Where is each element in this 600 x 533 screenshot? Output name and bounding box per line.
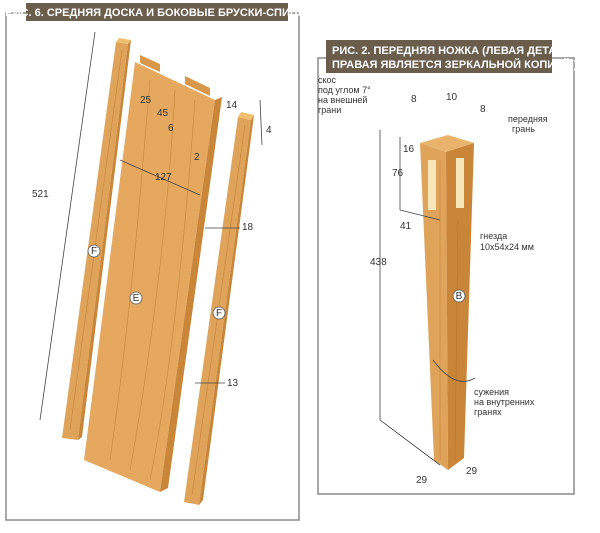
dim-45: 45 <box>157 108 169 119</box>
mortise-note-2: 10х54х24 мм <box>480 242 534 252</box>
taper-note-2: на внутренних <box>474 397 535 407</box>
middle-board <box>84 55 222 492</box>
part-label-f-left: F <box>91 246 97 257</box>
fig2-title-bg <box>326 40 552 73</box>
fig6-title: РИС. 6. СРЕДНЯЯ ДОСКА И БОКОВЫЕ БРУСКИ-С… <box>5 7 309 19</box>
front-leg <box>420 135 474 470</box>
dim-41: 41 <box>400 221 412 232</box>
front-face-note-1: передняя <box>508 114 548 124</box>
dim-18: 18 <box>242 222 254 233</box>
dim-13: 13 <box>227 378 239 389</box>
dim-76: 76 <box>392 168 404 179</box>
dim-29-left: 29 <box>416 475 428 486</box>
fig2-title-line2: ПРАВАЯ ЯВЛЯЕТСЯ ЗЕРКАЛЬНОЙ КОПИЕЙ.) <box>332 58 578 71</box>
mortise-note-1: гнезда <box>480 231 507 241</box>
dim-438: 438 <box>370 257 387 268</box>
part-label-f-right: F <box>216 308 222 319</box>
dim-14: 14 <box>226 100 238 111</box>
dim-2: 2 <box>194 152 200 163</box>
dim-6: 6 <box>168 123 174 134</box>
taper-note-1: сужения <box>474 387 509 397</box>
left-stick <box>62 38 131 440</box>
fig6-title-bg <box>26 3 288 21</box>
bevel-note-1: скос <box>318 75 337 85</box>
taper-note-3: гранях <box>474 407 502 417</box>
dim-8-left: 8 <box>411 94 417 105</box>
front-face-note-2: грань <box>512 124 535 134</box>
part-label-b: B <box>456 291 463 302</box>
part-label-e: E <box>133 293 140 304</box>
bevel-note-4: грани <box>318 105 341 115</box>
dim-16: 16 <box>403 144 415 155</box>
dim-25: 25 <box>140 95 152 106</box>
dim-8-right: 8 <box>480 104 486 115</box>
dim-521: 521 <box>32 189 49 200</box>
fig2-title-line1: РИС. 2. ПЕРЕДНЯЯ НОЖКА (ЛЕВАЯ ДЕТАЛЬ. <box>332 45 575 57</box>
dim-10: 10 <box>446 92 458 103</box>
bevel-note-3: на внешней <box>318 95 367 105</box>
dim-127: 127 <box>155 172 172 183</box>
dim-29-right: 29 <box>466 466 478 477</box>
dim-4: 4 <box>266 125 272 136</box>
bevel-note-2: под углом 7° <box>318 85 371 95</box>
